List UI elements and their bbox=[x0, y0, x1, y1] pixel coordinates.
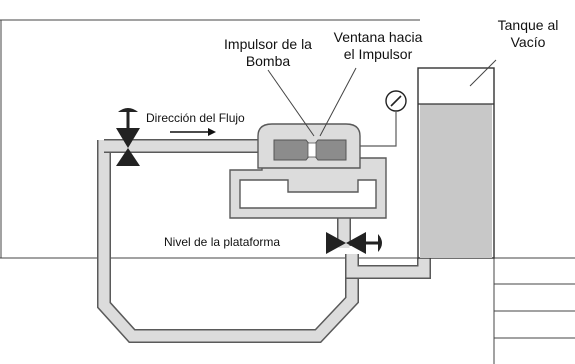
flow-direction-label: Dirección del Flujo bbox=[146, 111, 245, 125]
window-leader bbox=[319, 67, 357, 137]
pump-manifold bbox=[229, 157, 387, 219]
impeller-leader bbox=[267, 69, 315, 137]
gate-valve-icon bbox=[116, 108, 140, 166]
vacuum-tank bbox=[417, 67, 495, 259]
platform-level-label: Nivel de la plataforma bbox=[164, 235, 280, 249]
arrow-right-icon bbox=[170, 128, 216, 136]
tank-leader bbox=[469, 59, 497, 87]
window-label-line2: el Impulsor bbox=[344, 46, 413, 62]
tank-water bbox=[420, 104, 492, 258]
frame-lines bbox=[0, 19, 575, 364]
gate-valve-icon bbox=[326, 232, 382, 254]
impeller-label-line2: Bomba bbox=[246, 53, 291, 69]
leader-lines bbox=[267, 59, 497, 137]
tank-label-line2: Vacío bbox=[511, 34, 546, 50]
window-label-line1: Ventana hacia bbox=[334, 29, 423, 45]
pipe-system bbox=[97, 112, 431, 343]
impeller-label-line1: Impulsor de la bbox=[224, 36, 312, 52]
impeller bbox=[273, 139, 347, 161]
pressure-gauge-icon bbox=[385, 90, 407, 112]
tank-label-line1: Tanque al bbox=[498, 17, 559, 33]
